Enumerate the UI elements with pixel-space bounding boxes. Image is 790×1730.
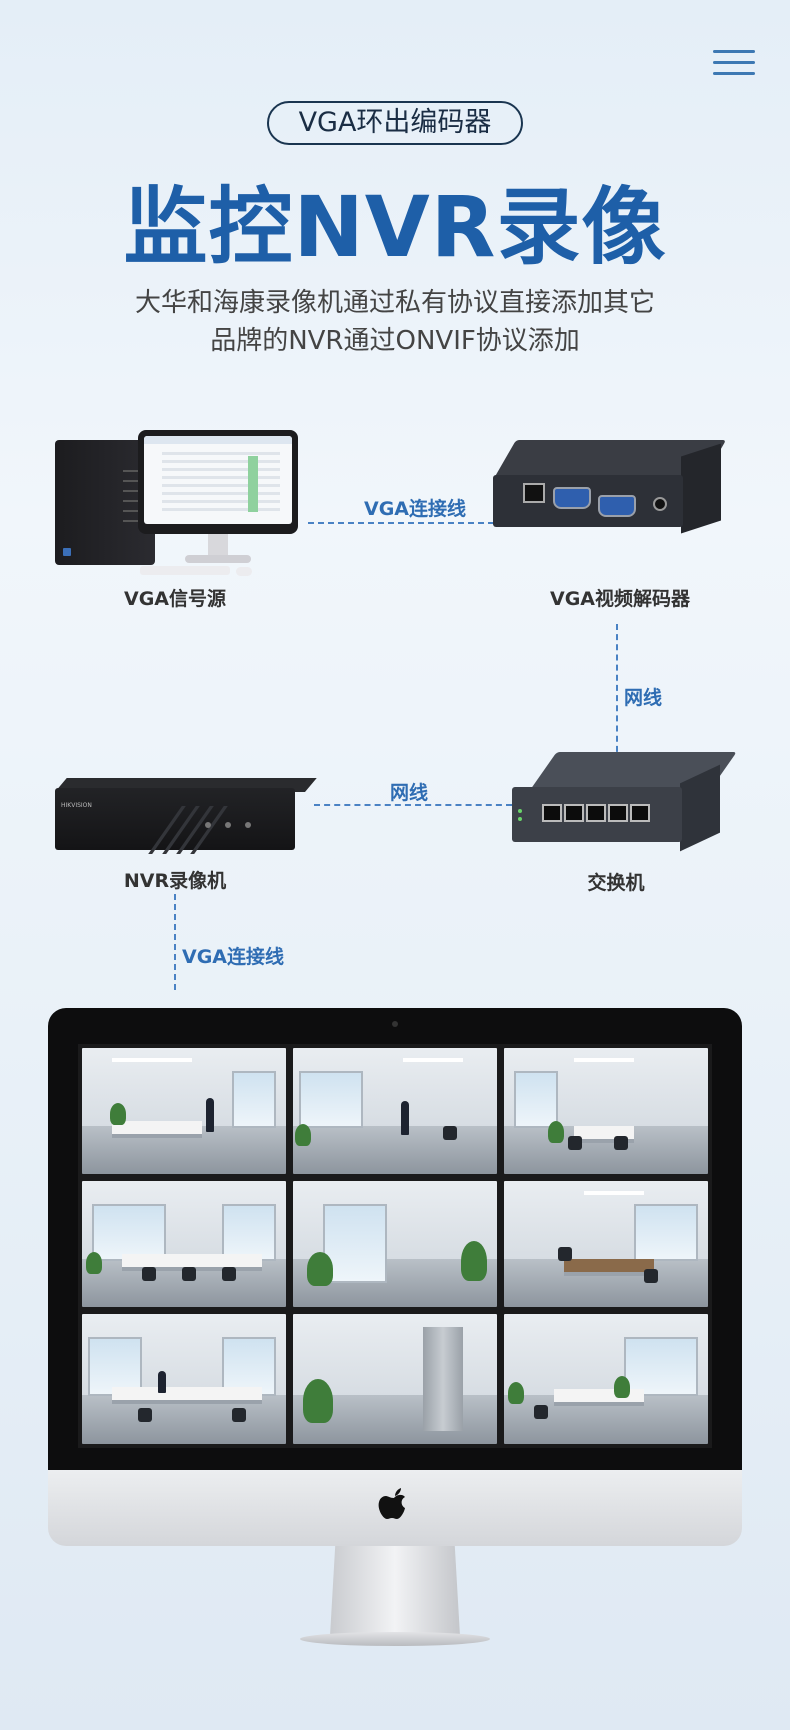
keyboard-image <box>140 566 230 575</box>
camera-feed <box>82 1314 286 1444</box>
camera-feed <box>504 1048 708 1174</box>
label-vga-decoder: VGA视频解码器 <box>549 588 690 610</box>
subtitle-line-2: 品牌的NVR通过ONVIF协议添加 <box>210 326 580 356</box>
product-badge: VGA环出编码器 <box>267 101 523 145</box>
apple-logo-icon <box>377 1487 411 1534</box>
camera-feed <box>293 1181 497 1307</box>
camera-feed <box>504 1181 708 1307</box>
connector-line-decoder-switch <box>616 624 618 762</box>
label-switch: 交换机 <box>587 872 645 894</box>
camera-feed <box>293 1314 497 1444</box>
monitor-stand <box>300 1546 490 1656</box>
webcam-dot <box>392 1021 398 1027</box>
vga-decoder-device <box>493 440 727 540</box>
page-subtitle: 大华和海康录像机通过私有协议直接添加其它 品牌的NVR通过ONVIF协议添加 <box>40 284 750 360</box>
label-connection-switch-nvr: 网线 <box>390 782 429 804</box>
label-vga-source: VGA信号源 <box>123 588 226 610</box>
mouse-image <box>236 567 252 576</box>
network-switch-device <box>512 752 737 862</box>
connector-line-nvr-monitor <box>174 894 176 990</box>
nvr-recorder-device: HIKVISION <box>55 778 317 854</box>
label-connection-decoder-switch: 网线 <box>624 687 663 709</box>
connector-line-source-decoder <box>308 522 514 524</box>
pc-monitor-image <box>138 430 298 534</box>
camera-feed-grid <box>78 1044 712 1448</box>
connector-line-switch-nvr <box>314 804 512 806</box>
page-title: 监控NVR录像 <box>123 178 667 276</box>
camera-feed <box>82 1048 286 1174</box>
camera-feed <box>82 1181 286 1307</box>
label-connection-source-decoder: VGA连接线 <box>364 498 467 520</box>
label-connection-nvr-monitor: VGA连接线 <box>182 946 285 968</box>
camera-feed <box>504 1314 708 1444</box>
hamburger-menu-icon[interactable] <box>713 50 755 78</box>
subtitle-line-1: 大华和海康录像机通过私有协议直接添加其它 <box>134 288 655 318</box>
label-nvr: NVR录像机 <box>123 870 227 892</box>
display-monitor <box>48 1008 742 1546</box>
camera-feed <box>293 1048 497 1174</box>
